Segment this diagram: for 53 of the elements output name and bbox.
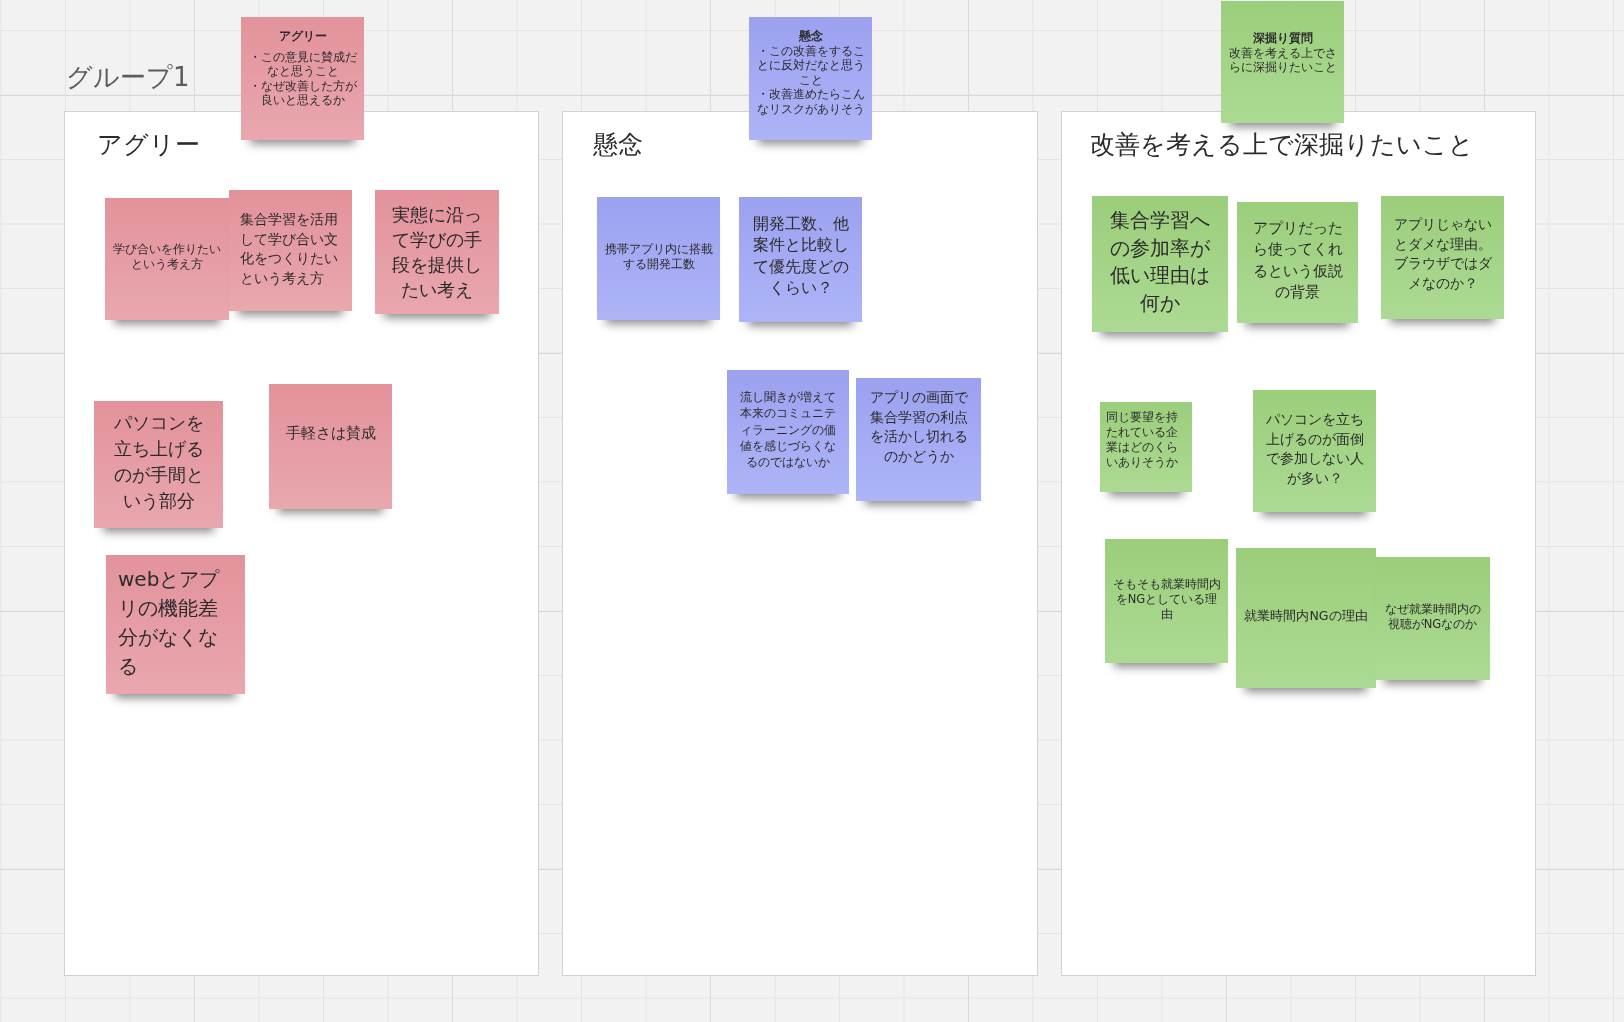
sticky-note	[1381, 196, 1504, 319]
note-text: ・改善進めたらこんなリスクがありそう	[756, 87, 865, 116]
note-text: 流し聞きが増えて本来のコミュニティラーニングの価値を感じづらくなるのではないか	[740, 389, 836, 471]
sticky-note	[727, 370, 849, 494]
note-text: 携帯アプリ内に搭載する開発工数	[604, 242, 713, 272]
sticky-note	[1221, 1, 1344, 123]
sticky-note	[1237, 202, 1358, 323]
note-text: なぜ就業時間内の視聴がNGなのか	[1383, 602, 1482, 632]
sticky-note	[94, 401, 223, 528]
frame-heading: 改善を考える上で深掘りたいこと	[1090, 130, 1474, 160]
sticky-note	[856, 378, 981, 501]
sticky-note	[597, 197, 720, 320]
frame-panel	[64, 111, 539, 976]
note-heading: アグリー	[278, 29, 327, 44]
note-text: パソコンを立ち上げるのが手間という部分	[112, 411, 205, 513]
sticky-note	[1092, 196, 1228, 332]
sticky-note	[749, 17, 872, 140]
frame-heading: アグリー	[97, 130, 200, 160]
note-text: 就業時間内NGの理由	[1244, 608, 1368, 624]
note-text: ・この意見に賛成だなと思うこと	[248, 49, 357, 79]
note-text: パソコンを立ち上げるのが面倒で参加しない人が多い？	[1264, 410, 1365, 489]
note-text: 開発工数、他案件と比較して優先度どのくらい？	[751, 214, 850, 299]
frame-panel	[1061, 111, 1536, 976]
sticky-note	[375, 190, 499, 314]
sticky-note	[739, 197, 862, 322]
sticky-note	[106, 555, 245, 694]
note-text: ・この改善をすることに反対だなと思うこと	[756, 43, 865, 87]
note-text: 集合学習を活用して学び合い文化をつくりたいという考え方	[240, 210, 339, 288]
sticky-note	[1253, 390, 1376, 512]
note-text: 同じ要望を持たれている企業はどのくらいありそうか	[1106, 410, 1179, 470]
sticky-note	[1236, 548, 1376, 688]
note-text: 実態に沿って学びの手段を提供したい考え	[391, 203, 483, 302]
group-title: グループ1	[66, 61, 190, 93]
sticky-note	[269, 384, 392, 509]
note-text: アプリじゃないとダメな理由。ブラウザではダメなのか？	[1392, 215, 1493, 294]
sticky-note	[105, 198, 229, 320]
note-text: 学び合いを作りたいという考え方	[113, 242, 221, 272]
note-text: 改善を考える上でさらに深掘りたいこと	[1228, 45, 1337, 75]
note-text: webとアプリの機能差分がなくなる	[118, 566, 221, 680]
sticky-note	[229, 190, 352, 311]
note-heading: 深掘り質問	[1252, 31, 1313, 46]
note-text: 手軽さは賛成	[285, 423, 376, 443]
sticky-note	[1375, 557, 1490, 680]
sticky-note	[241, 17, 364, 140]
note-text: そもそも就業時間内をNGとしている理由	[1112, 577, 1221, 622]
note-text: アプリだったら使ってくれるという仮説の背景	[1251, 218, 1344, 303]
note-text: 集合学習への参加率が低い理由は何か	[1109, 207, 1211, 317]
note-heading: 懸念	[798, 29, 823, 44]
sticky-note	[1105, 539, 1228, 663]
note-text: ・なぜ改善した方が良いと思えるか	[248, 78, 357, 108]
note-text: アプリの画面で集合学習の利点を活かし切れるのかどうか	[868, 388, 969, 466]
sticky-note	[1100, 402, 1192, 492]
frame-heading: 懸念	[593, 130, 643, 160]
